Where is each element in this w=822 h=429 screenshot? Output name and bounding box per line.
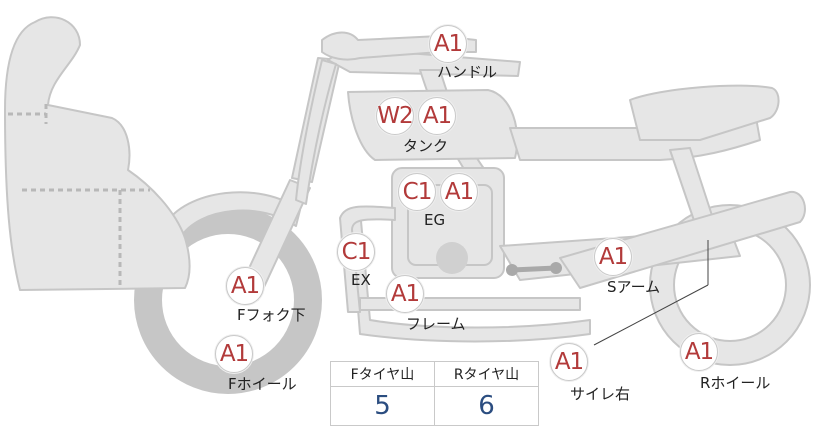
marker-silencer-right: A1	[550, 343, 588, 381]
front-tread-label: Fタイヤ山	[330, 361, 435, 387]
marker-rear-wheel: A1	[680, 333, 718, 371]
tread-value-row: 5 6	[330, 386, 539, 426]
tread-header-row: Fタイヤ山 Rタイヤ山	[330, 361, 539, 387]
marker-swing-arm: A1	[594, 238, 632, 276]
label-frame: フレーム	[406, 315, 466, 333]
marker-tank-w: W2	[376, 97, 414, 135]
marker-handle: A1	[429, 25, 467, 63]
fairing-shape	[4, 16, 191, 291]
marker-engine-a: A1	[440, 173, 478, 211]
label-exhaust: EX	[351, 271, 371, 289]
rear-tread-label: Rタイヤ山	[434, 361, 539, 387]
front-tread-value: 5	[330, 386, 435, 426]
tail-shape	[629, 84, 780, 141]
front-wheel-shape	[135, 207, 321, 393]
marker-frame: A1	[386, 275, 424, 313]
label-engine: EG	[424, 211, 446, 229]
label-front-fork-lower: Fフォク下	[237, 306, 306, 324]
label-front-wheel: Fホイール	[228, 375, 297, 393]
marker-front-wheel: A1	[215, 335, 253, 373]
label-swing-arm: Sアーム	[607, 278, 661, 296]
label-handle: ハンドル	[437, 63, 498, 81]
label-silencer-right: サイレ右	[570, 385, 631, 403]
marker-exhaust: C1	[337, 233, 375, 271]
front-fender-shape	[164, 191, 301, 239]
tread-depth-table: Fタイヤ山 Rタイヤ山 5 6	[330, 361, 539, 426]
marker-front-fork-lower: A1	[226, 267, 264, 305]
label-tank: タンク	[403, 137, 449, 155]
marker-tank-a: A1	[418, 97, 456, 135]
label-rear-wheel: Rホイール	[700, 374, 771, 392]
rear-tread-value: 6	[434, 386, 539, 426]
marker-engine-c: C1	[398, 173, 436, 211]
exhaust-shape	[339, 205, 396, 313]
